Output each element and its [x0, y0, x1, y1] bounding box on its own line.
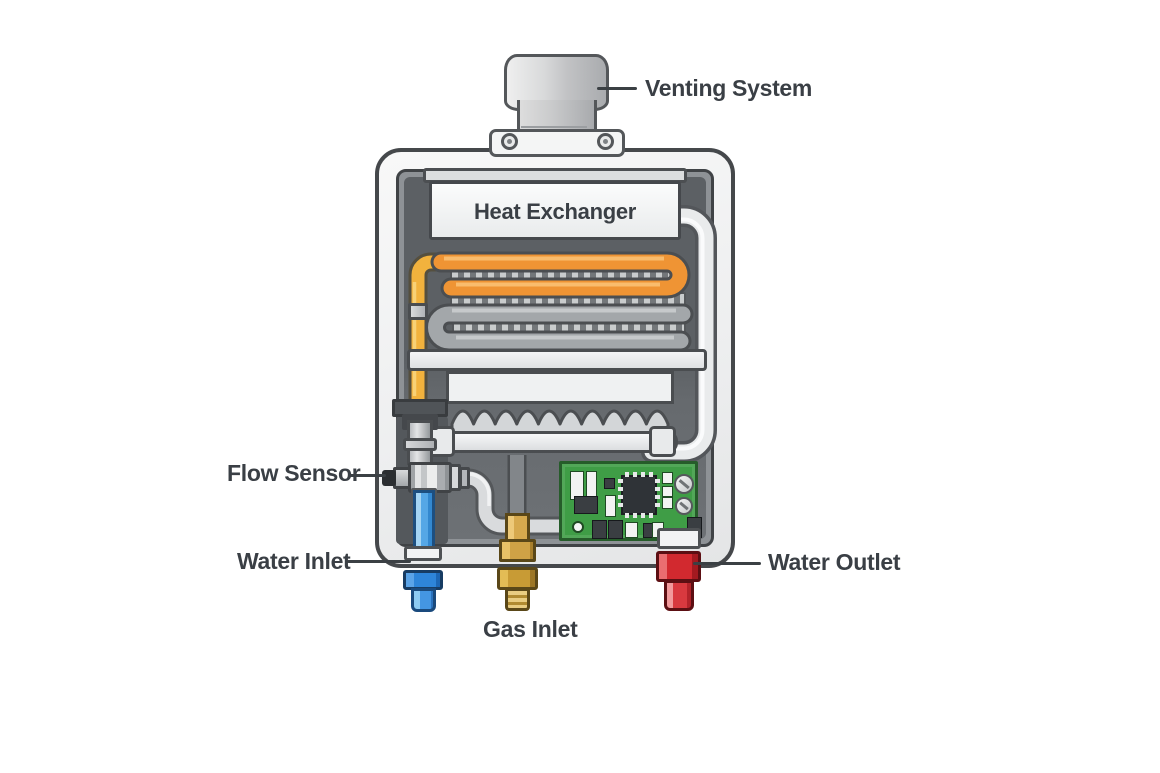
pcb-component	[662, 497, 673, 509]
flow-sensor-label: Flow Sensor	[227, 460, 361, 486]
chip-pins	[625, 513, 653, 518]
water-inlet-pipe-end	[411, 588, 436, 612]
sensor-stem-coupling	[403, 438, 437, 451]
combustion-chamber	[446, 371, 674, 404]
flange-screw-left	[501, 133, 518, 150]
gas-inlet-threads	[505, 588, 530, 611]
inlet-tube	[413, 490, 435, 549]
pcb-component	[662, 486, 673, 497]
orange-coil-highlight	[444, 256, 664, 287]
control-board	[559, 461, 702, 541]
flow-sensor-tip	[382, 470, 396, 486]
inlet-collar	[404, 546, 442, 561]
gas-inlet-body	[499, 539, 536, 562]
pcb-component	[605, 495, 616, 517]
flange-screw-right	[597, 133, 614, 150]
water-outlet-label: Water Outlet	[768, 549, 901, 575]
gas-inlet-label: Gas Inlet	[483, 616, 578, 642]
pcb-component	[604, 478, 615, 489]
flow-sensor-leader-line	[349, 474, 386, 477]
pcb-component	[662, 472, 673, 484]
outlet-collar	[657, 528, 701, 549]
pcb-component	[625, 522, 638, 538]
venting-system-label: Venting System	[645, 75, 813, 101]
water-inlet-hex-nut	[403, 570, 443, 590]
gray-coil-highlight	[452, 308, 676, 340]
water-outlet-hex-nut	[656, 551, 701, 582]
manifold-cap-right	[649, 426, 676, 457]
pcb-screw-hole	[572, 521, 584, 533]
heat-exchanger-shelf	[407, 349, 707, 371]
outlet-pipe	[644, 208, 714, 460]
chip-pins	[618, 479, 623, 511]
water-outlet-pipe-end	[664, 580, 694, 611]
pcb-potentiometer	[674, 474, 694, 494]
gas-inlet-hex-nut	[497, 567, 538, 590]
venting-leader-line	[597, 87, 637, 90]
water-inlet-leader-line	[347, 560, 411, 563]
gray-coil	[428, 306, 691, 349]
gas-line-coupling	[408, 303, 428, 320]
valve-ring-2	[459, 467, 470, 489]
pcb-component	[608, 520, 623, 539]
burner-teeth	[450, 409, 670, 435]
chip-pins	[655, 479, 660, 511]
pcb-component	[592, 520, 607, 539]
orange-coil	[433, 254, 688, 296]
pcb-relay	[574, 496, 598, 514]
gas-inlet-stem	[505, 513, 530, 542]
outlet-pipe-highlight	[654, 217, 705, 451]
pcb-potentiometer	[675, 497, 693, 515]
chip-pins	[625, 472, 653, 477]
sensor-pipe	[443, 471, 569, 533]
water-inlet-label: Water Inlet	[237, 548, 351, 574]
heat-exchanger-label: Heat Exchanger	[473, 199, 637, 224]
vent-seam	[521, 126, 587, 128]
pcb-microchip	[618, 472, 660, 518]
water-outlet-leader-line	[693, 562, 761, 565]
heat-exchanger-box: Heat Exchanger	[429, 181, 681, 240]
